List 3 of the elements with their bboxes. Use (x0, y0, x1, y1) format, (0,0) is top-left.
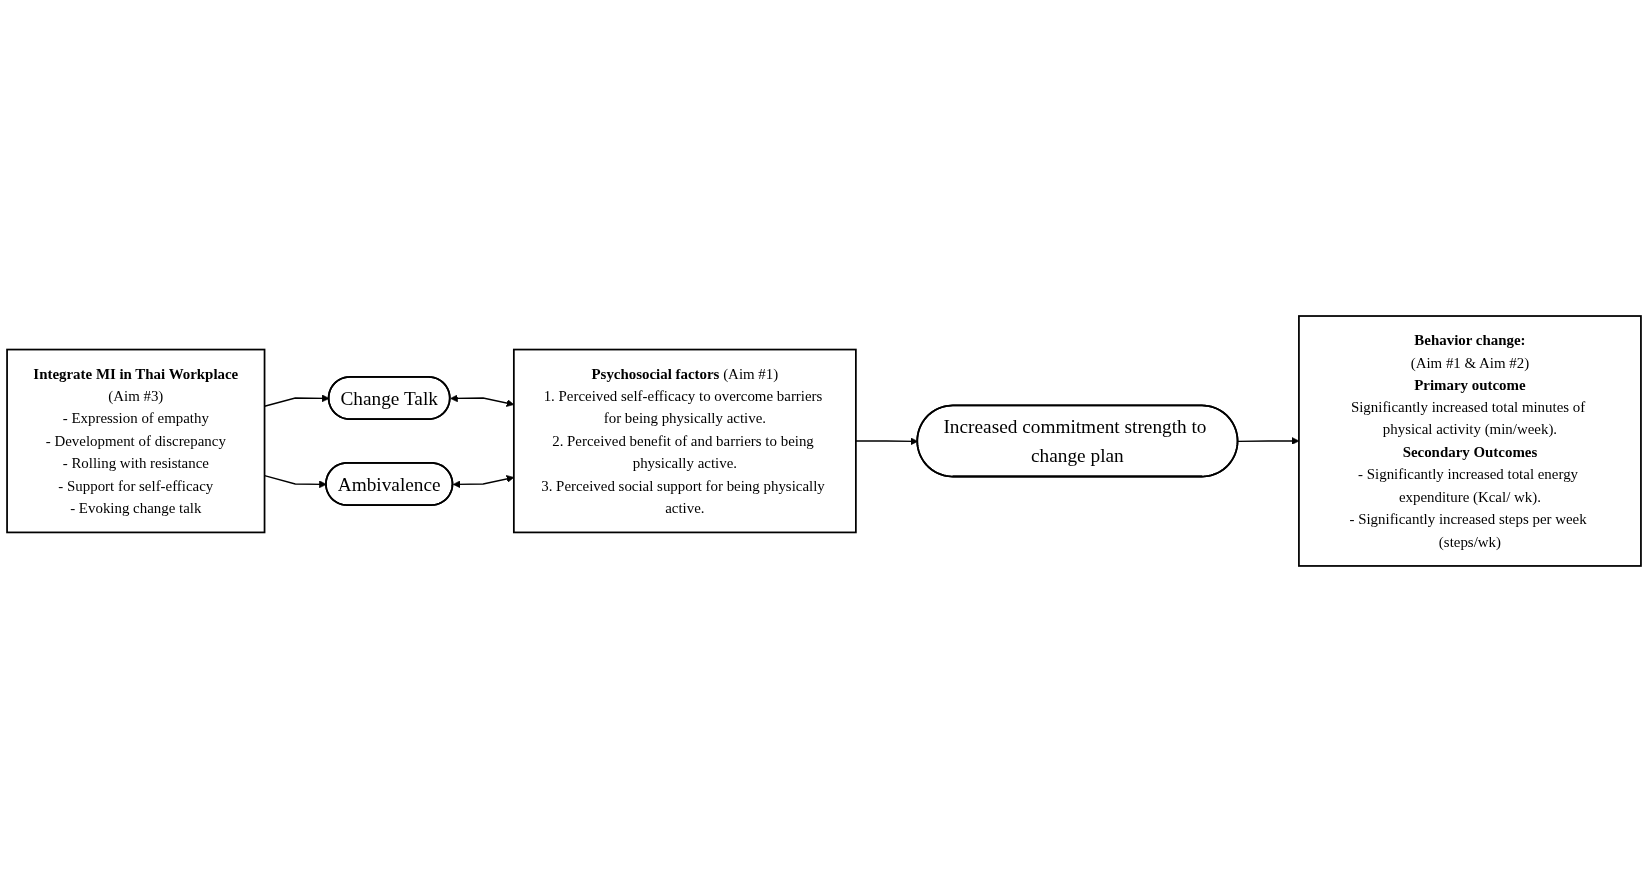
node-box: Integrate MI in Thai Workplace (Aim #3) - Expression of empathy - Development of discrepancy - Rolling with resistance - Support for self-efficacy - Evoking change talk (6, 348, 266, 534)
node-box: Behavior change: (Aim #1 & Aim #2) Primary outcome Significantly increased total minutes of physical activity (min/week). Secondary Outcomes - Significantly increased total energy expenditure (Kcal/ wk). - Significantly increased steps per week (steps/wk) (1298, 315, 1642, 567)
node-box: Psychosocial factors (Aim #1) 1. Perceived self-efficacy to overcome barriers for being physically active. 2. Perceived benefit of and barriers to being physically active. 3. Perceived social support for being physically active. (512, 348, 857, 534)
